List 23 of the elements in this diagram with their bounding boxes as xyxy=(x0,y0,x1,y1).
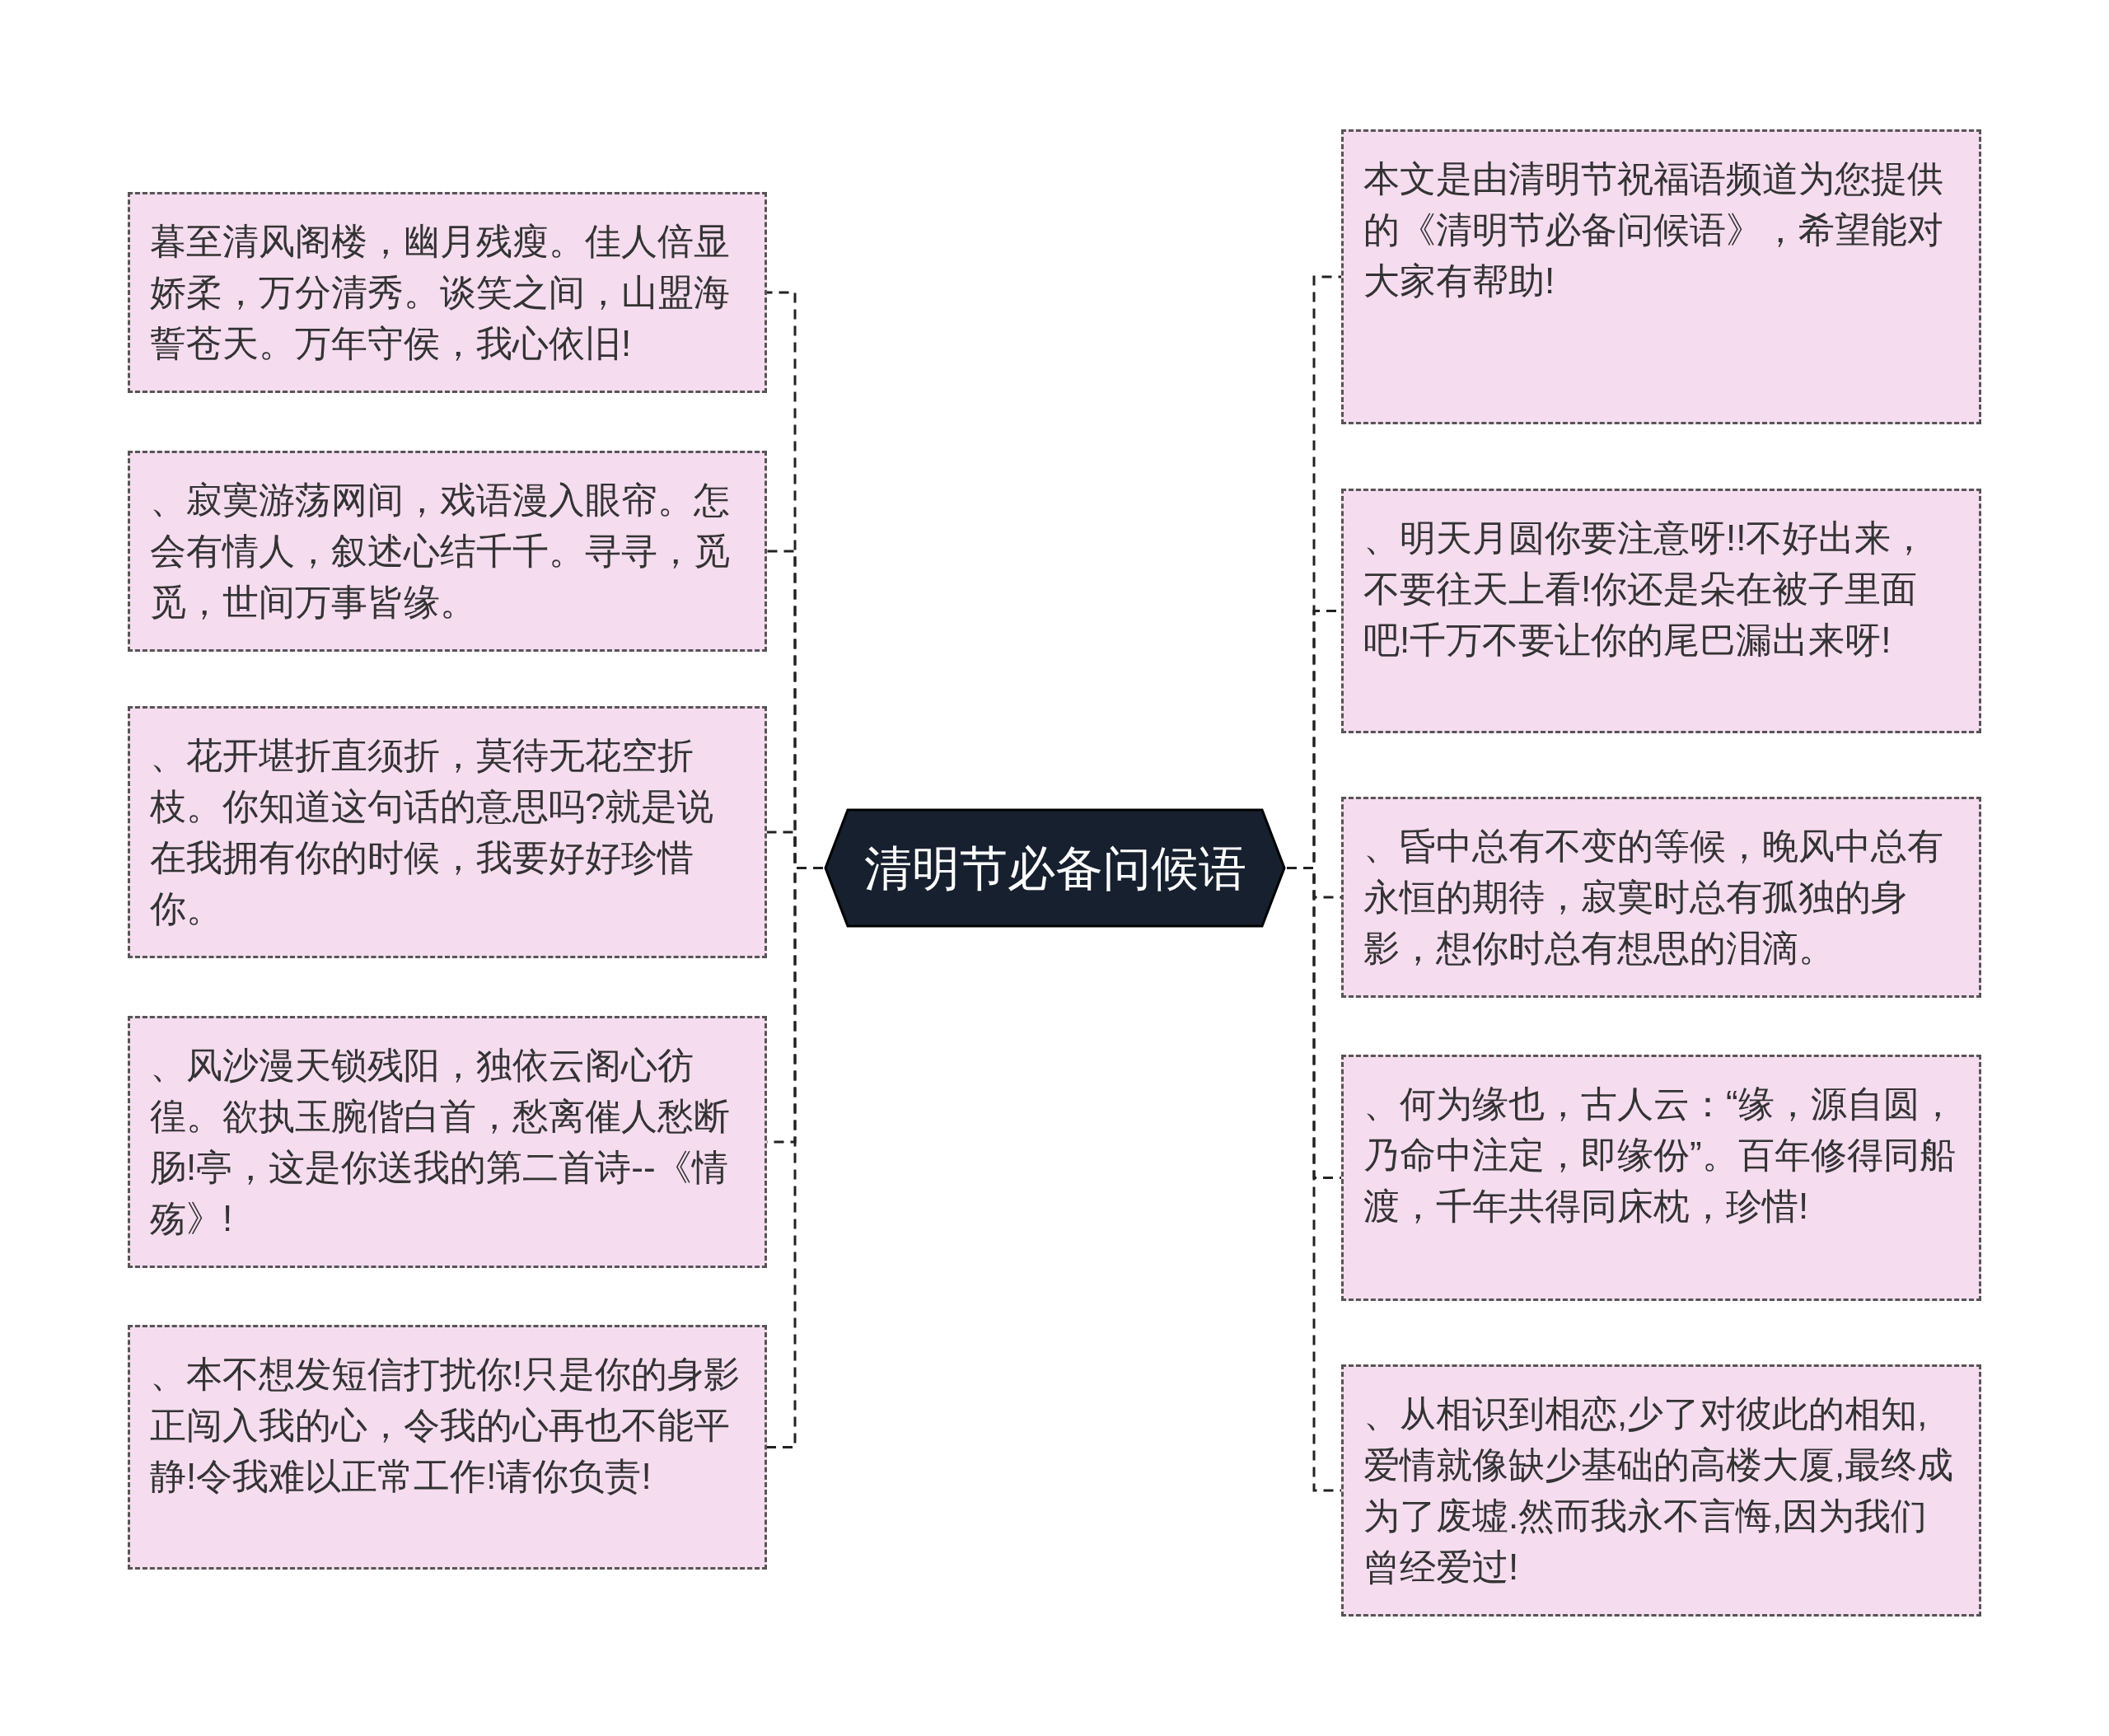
card-text: 本文是由清明节祝福语频道为您提供的《清明节必备问候语》，希望能对大家有帮助! xyxy=(1363,157,1944,302)
text-card xyxy=(128,451,767,652)
card-text: 暮至清风阁楼，幽月残瘦。佳人倍显娇柔，万分清秀。谈笑之间，山盟海誓苍天。万年守侯，我心依旧! xyxy=(150,220,731,365)
card-text: 、花开堪折直须折，莫待无花空折枝。你知道这句话的意思吗?就是说在我拥有你的时候，我要好好珍惜你。 xyxy=(150,734,715,930)
card-text: 、从相识到相恋,少了对彼此的相知,爱情就像缺少基础的高楼大厦,最终成为了废墟.然而我永不言悔,因为我们曾经爱过! xyxy=(1363,1392,1955,1589)
text-card xyxy=(1341,1364,1981,1617)
card-text: 、明天月圆你要注意呀!!不好出来，不要往天上看!你还是朵在被子里面吧!千万不要让你的尾巴漏出来呀! xyxy=(1363,517,1929,662)
card-text: 、风沙漫天锁残阳，独依云阁心彷徨。欲执玉腕偕白首，愁离催人愁断肠!亭，这是你送我的第二首诗--《情殇》! xyxy=(150,1044,731,1240)
text-card xyxy=(1341,129,1981,424)
text-card xyxy=(1341,1055,1981,1301)
text-card xyxy=(128,1016,767,1268)
card-text: 、昏中总有不变的等候，晚风中总有永恒的期待，寂寞时总有孤独的身影，想你时总有想思的泪滴。 xyxy=(1363,825,1944,970)
topic-title: 清明节必备问候语 xyxy=(863,840,1246,896)
connector-line xyxy=(1287,867,1341,1492)
text-card xyxy=(128,192,767,393)
card-text: 、何为缘也，古人云：“缘，源自圆，乃命中注定，即缘份”。百年修得同船渡，千年共得同床枕，珍惜! xyxy=(1363,1083,1957,1228)
text-card xyxy=(1341,489,1981,733)
card-text: 、寂寞游荡网间，戏语漫入眼帘。怎会有情人，叙述心结千千。寻寻，觅觅，世间万事皆缘。 xyxy=(150,479,731,624)
card-text: 、本不想发短信打扰你!只是你的身影正闯入我的心，令我的心再也不能平静!令我难以正常工作!请你负责! xyxy=(150,1353,741,1498)
text-card xyxy=(128,1325,767,1570)
text-card xyxy=(128,706,767,958)
text-card xyxy=(1341,797,1981,998)
connector-line xyxy=(767,867,823,1448)
